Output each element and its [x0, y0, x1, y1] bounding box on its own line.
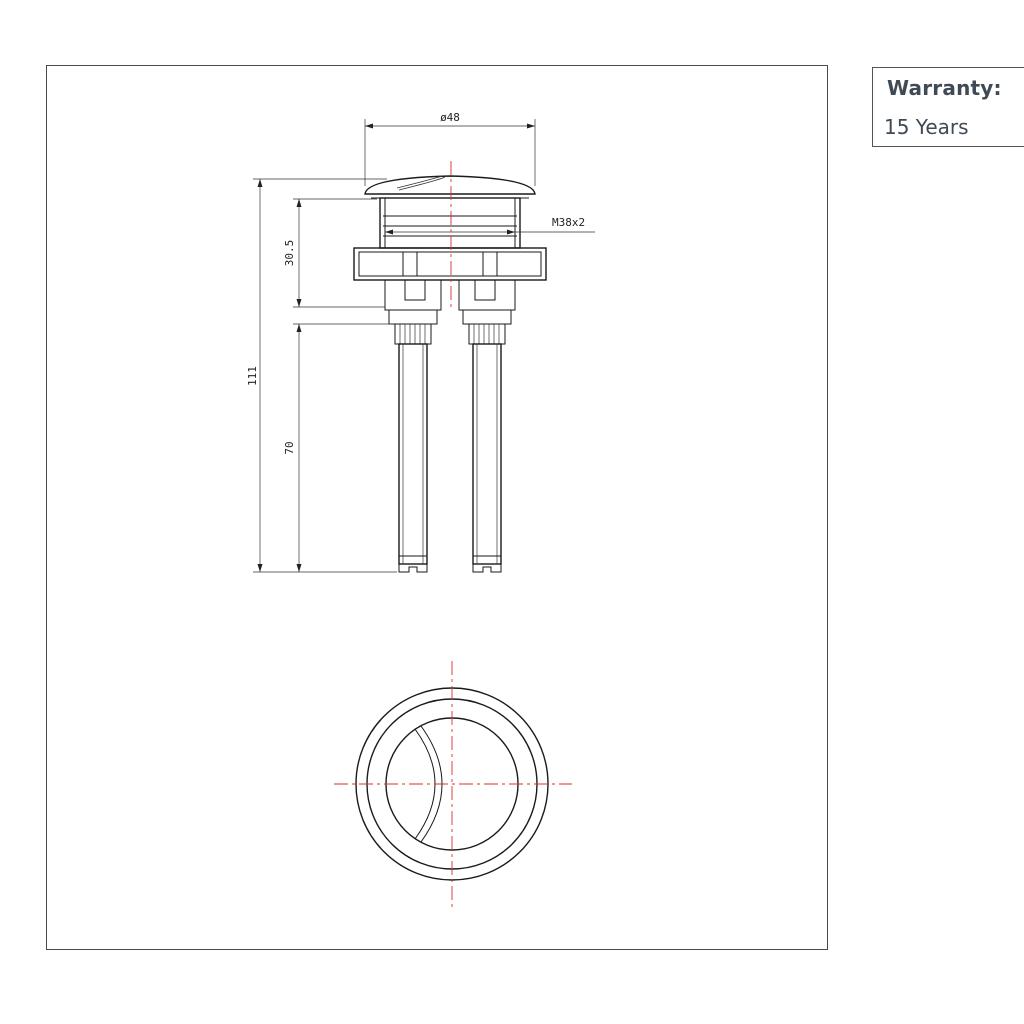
thread-label: M38x2: [552, 216, 585, 229]
push-rods: [398, 343, 502, 573]
warranty-title: Warranty:: [887, 76, 1002, 100]
body-height-label: 30.5: [283, 240, 296, 267]
locking-nut: [353, 247, 547, 281]
button-cap: [364, 175, 536, 199]
diameter-label: ø48: [440, 111, 460, 124]
side-elevation-view: ø48: [246, 111, 595, 573]
diameter-dimension: ø48: [364, 111, 536, 186]
thread-dimension: M38x2: [385, 216, 595, 235]
rod-length-dimension: 70: [283, 323, 393, 572]
plan-view: [334, 661, 572, 908]
warranty-box: Warranty: 15 Years: [872, 67, 1024, 147]
knurled-couplings: [394, 323, 506, 345]
warranty-value: 15 Years: [884, 115, 969, 139]
technical-drawing: ø48: [246, 111, 595, 908]
overall-height-dimension: 111: [246, 178, 397, 573]
body-height-dimension: 30.5: [283, 198, 385, 308]
technical-drawing-frame: ø48: [46, 65, 828, 950]
lower-connectors: [384, 279, 516, 325]
threaded-body: [379, 197, 521, 249]
overall-height-label: 111: [246, 366, 259, 386]
rod-length-label: 70: [283, 441, 296, 454]
